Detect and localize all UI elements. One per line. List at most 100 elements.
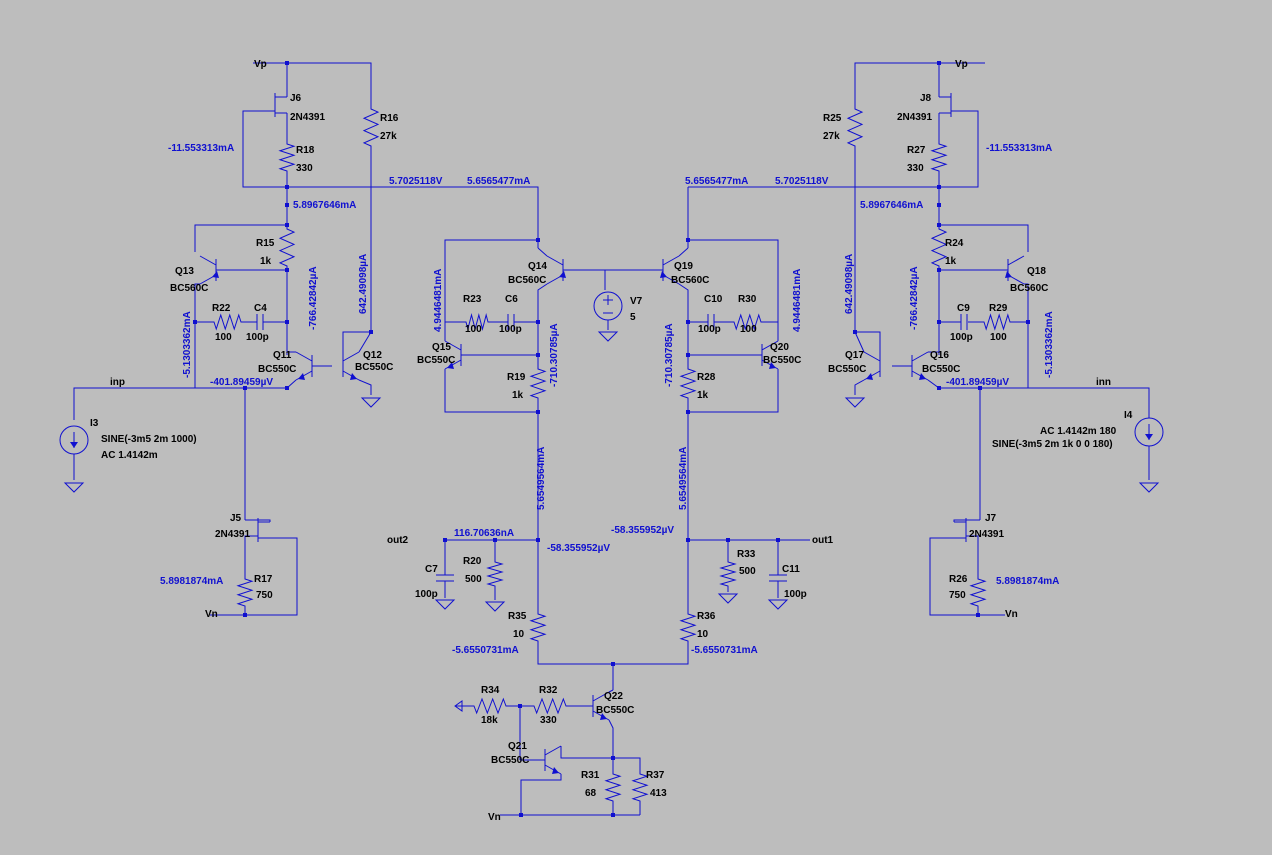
wire	[854, 331, 865, 353]
resistor-r26	[969, 575, 987, 610]
label-r24-value: 1k	[945, 256, 957, 267]
label-q22-model: BC550C	[596, 705, 634, 716]
transistor-q20	[761, 340, 779, 370]
label-r26-name: R26	[949, 574, 968, 585]
capacitor-c4	[256, 314, 264, 330]
transistor-collector-leg	[863, 351, 881, 362]
label-r20-value: 500	[465, 574, 482, 585]
junction-dot	[536, 238, 540, 242]
net-label-vn-j5: Vn	[205, 609, 218, 620]
annotation-q15-emitter-current: -710.30785µA	[549, 323, 560, 387]
resistor-r36	[679, 610, 697, 645]
wire	[342, 331, 371, 366]
wire	[966, 535, 979, 575]
capacitor-c9	[960, 314, 968, 330]
wire	[927, 379, 1150, 418]
label-v7-value: 5	[630, 312, 636, 323]
label-i3-line1: SINE(-3m5 2m 1000)	[101, 434, 197, 445]
label-c7-value: 100p	[415, 589, 438, 600]
transistor-q12	[342, 351, 360, 381]
annotation-q12-collector-current: 642.49098µA	[358, 254, 369, 314]
annotation-left-node-voltage: 5.7025118V	[389, 176, 443, 187]
transistor-arrow	[447, 362, 454, 369]
transistor-collector-leg	[592, 691, 610, 702]
label-r18-value: 330	[296, 163, 313, 174]
label-q21-name: Q21	[508, 741, 527, 752]
transistor-q19	[660, 255, 680, 285]
wire	[537, 283, 548, 355]
ground-r20	[484, 601, 506, 612]
annotation-out1-voltage: -58.355952µV	[611, 525, 674, 536]
label-c11-name: C11	[782, 564, 800, 575]
transistor-collector-leg	[199, 255, 217, 266]
capacitor-c10	[707, 314, 715, 330]
junction-dot	[937, 386, 941, 390]
junction-dot	[1026, 320, 1030, 324]
transistor-arrow	[660, 271, 667, 278]
junction-dot	[443, 538, 447, 542]
wire	[854, 379, 865, 395]
label-r16-value: 27k	[380, 131, 397, 142]
label-r32-name: R32	[539, 685, 558, 696]
net-label-out2: out2	[387, 535, 409, 546]
jfet-j5	[246, 518, 270, 542]
wire	[194, 283, 200, 322]
resistor-r31	[604, 770, 622, 805]
annotation-r15-current: 5.8967646mA	[293, 200, 356, 211]
junction-dot	[519, 813, 523, 817]
net-label-inp: inp	[110, 377, 125, 388]
transistor-collector-leg	[444, 340, 462, 351]
label-r15-value: 1k	[260, 256, 272, 267]
annotation-q20-emitter-current: -710.30785µA	[664, 323, 675, 387]
annotation-q17-collector-current: 642.49098µA	[844, 254, 855, 314]
junction-dot	[285, 386, 289, 390]
label-r37-value: 413	[650, 788, 667, 799]
label-j7-name: J7	[985, 513, 997, 524]
label-i4-name: I4	[1124, 410, 1133, 421]
label-q16-model: BC550C	[922, 364, 960, 375]
transistor-q11	[295, 351, 313, 381]
label-j8-model: 2N4391	[897, 112, 932, 123]
label-q21-model: BC550C	[491, 755, 529, 766]
label-r20-name: R20	[463, 556, 482, 567]
label-r25-name: R25	[823, 113, 842, 124]
label-j5-model: 2N4391	[215, 529, 250, 540]
label-r30-value: 100	[740, 324, 757, 335]
transistor-arrow	[769, 362, 776, 369]
junction-dot	[285, 185, 289, 189]
label-q18-model: BC560C	[1010, 283, 1048, 294]
ground-c11	[767, 599, 789, 610]
label-q15-name: Q15	[432, 342, 451, 353]
wire	[244, 535, 258, 575]
label-i4-line2: SINE(-3m5 2m 1k 0 0 180)	[992, 439, 1113, 450]
junction-dot	[937, 185, 941, 189]
transistor-q13	[199, 255, 219, 285]
junction-dot	[978, 386, 982, 390]
resistor-r30	[730, 313, 765, 331]
label-i3-name: I3	[90, 418, 99, 429]
label-r22-name: R22	[212, 303, 231, 314]
transistor-collector-leg	[342, 351, 360, 362]
wire	[537, 645, 689, 665]
wire	[560, 746, 613, 759]
wire	[358, 331, 372, 353]
label-q14-name: Q14	[528, 261, 547, 272]
label-r36-name: R36	[697, 611, 716, 622]
label-r25-value: 27k	[823, 131, 840, 142]
signal-arrow	[454, 700, 463, 712]
label-q15-model: BC550C	[417, 355, 455, 366]
resistor-r20	[486, 558, 504, 590]
label-r15-name: R15	[256, 238, 275, 249]
jfet-j6	[263, 93, 287, 117]
junction-dot	[853, 330, 857, 334]
wire	[537, 247, 548, 257]
wire	[245, 519, 271, 522]
label-r32-value: 330	[540, 715, 557, 726]
net-label-vn-j7: Vn	[1005, 609, 1018, 620]
transistor-collector-leg	[911, 351, 929, 362]
junction-dot	[686, 320, 690, 324]
label-q20-name: Q20	[770, 342, 789, 353]
label-q14-model: BC560C	[508, 275, 546, 286]
wire	[194, 224, 287, 252]
